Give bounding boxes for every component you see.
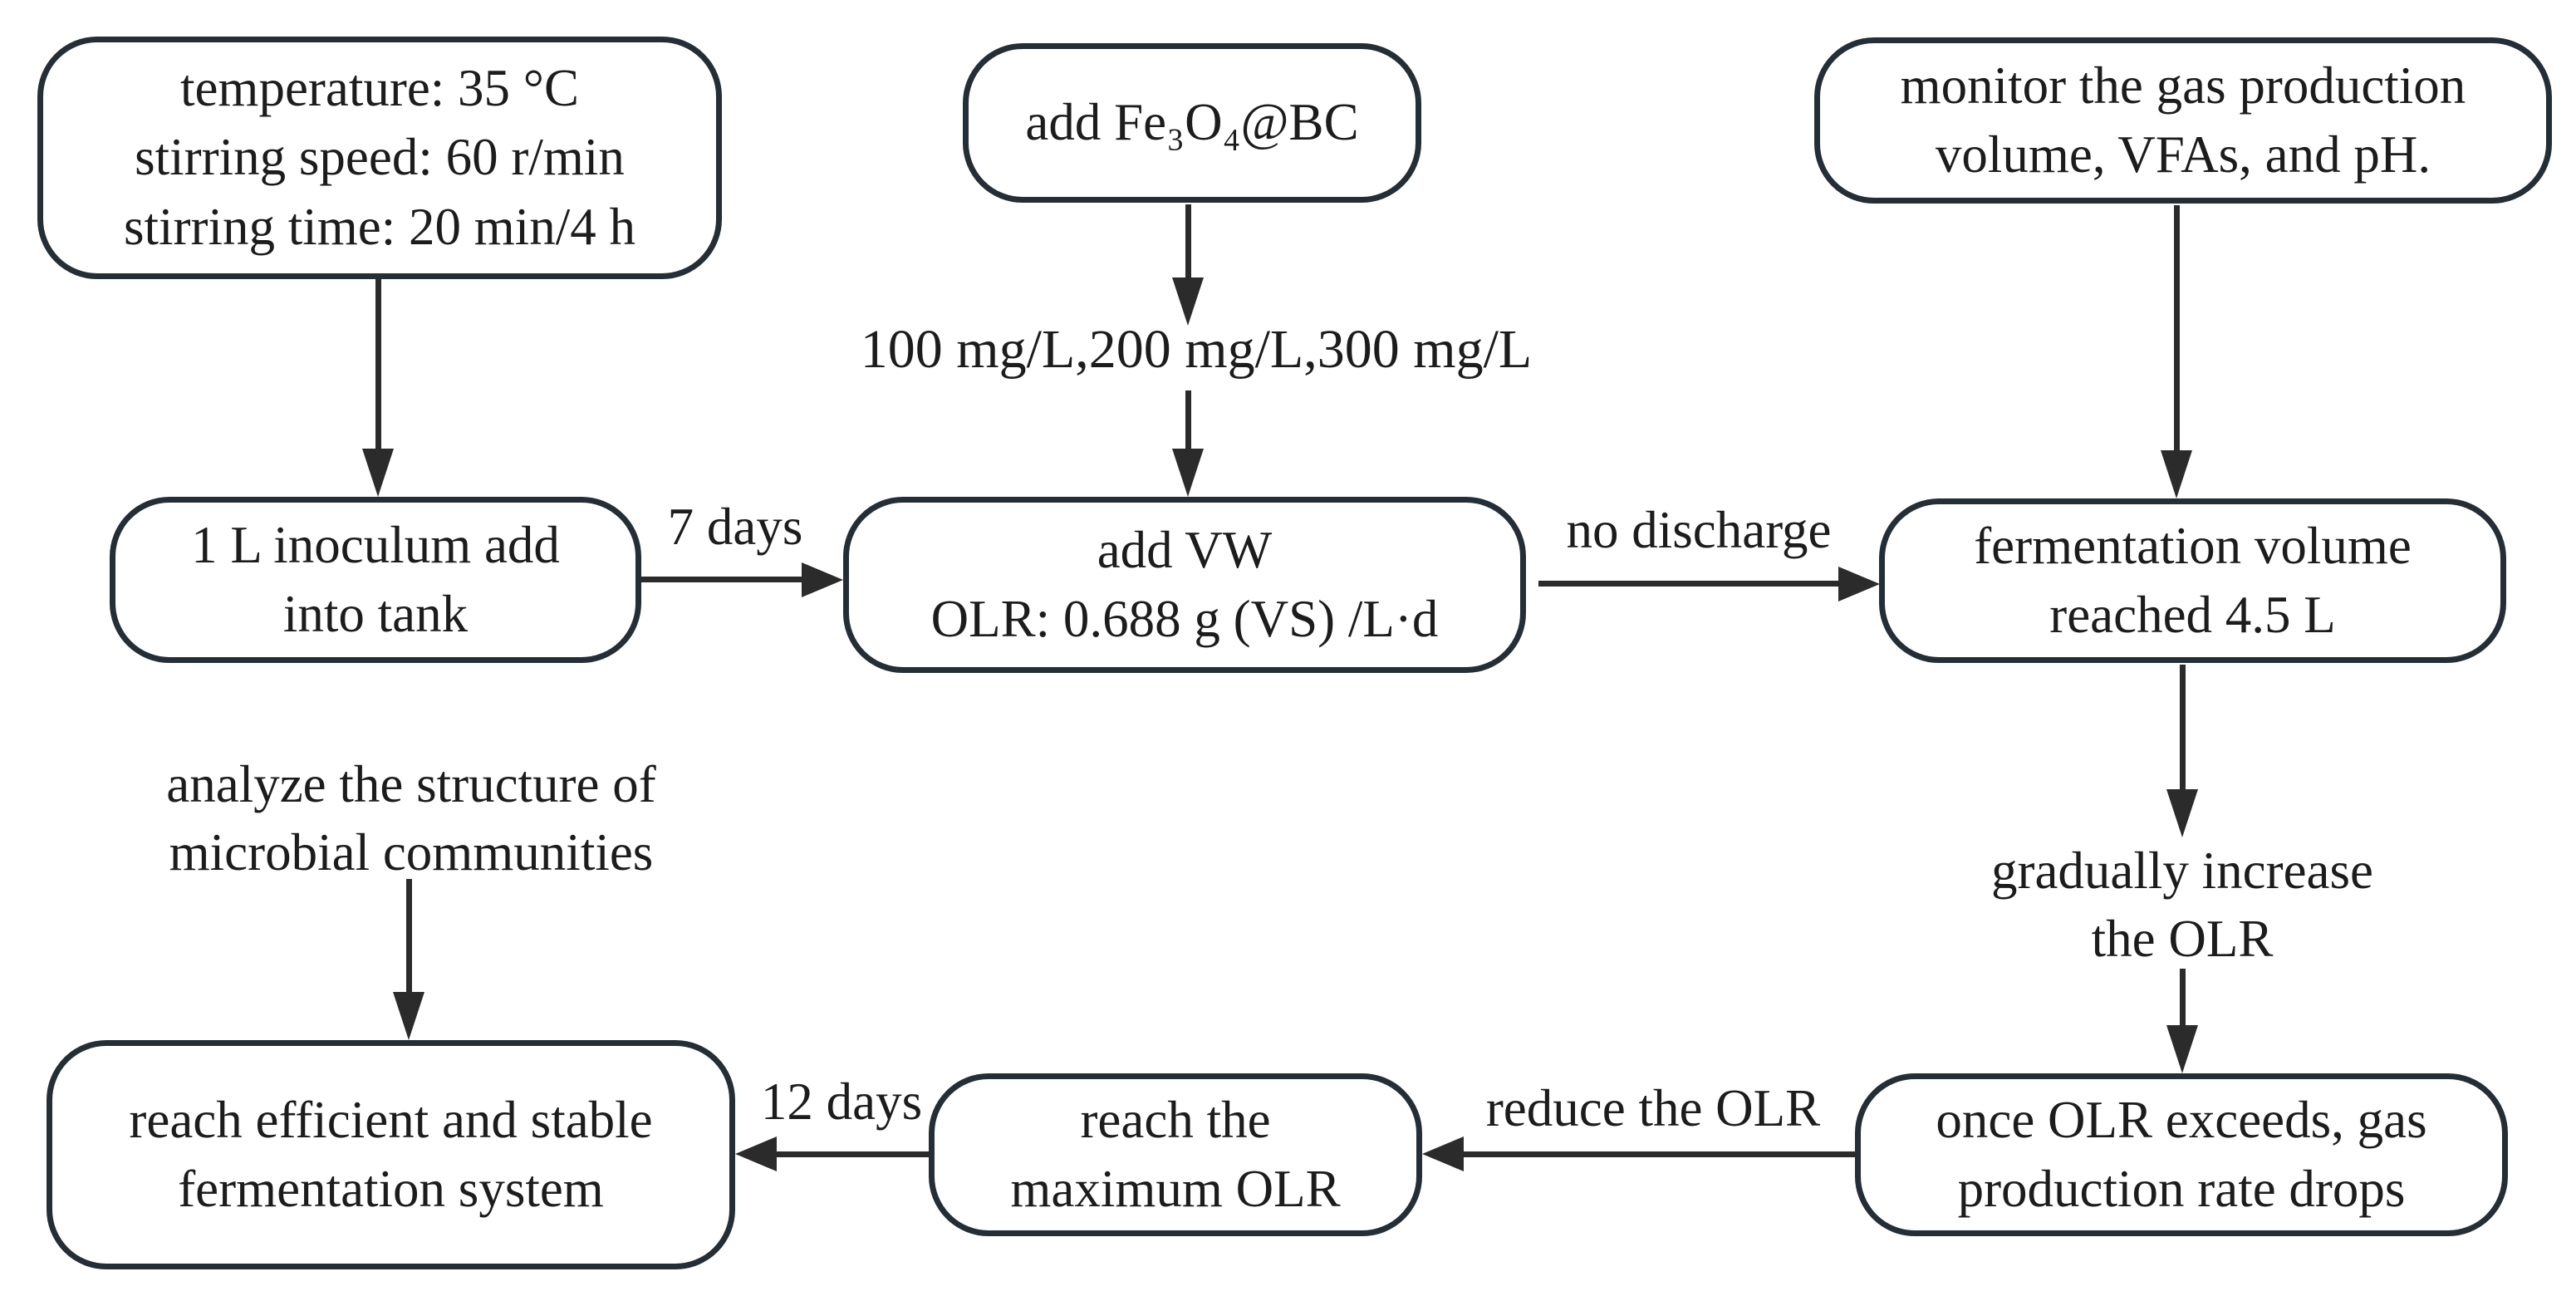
edge-label-7-days: 7 days bbox=[667, 498, 803, 556]
text-analyze-microbial: analyze the structure of microbial commu… bbox=[116, 751, 706, 887]
arrow-exceeds-to-maxolr-line bbox=[1460, 1151, 1855, 1157]
node-params-line1: temperature: 35 °C bbox=[179, 59, 580, 118]
node-olr-exceeds-line2: production rate drops bbox=[1957, 1160, 2406, 1218]
node-max-olr-line1: reach the bbox=[1080, 1090, 1271, 1149]
arrow-params-to-inoculum-line bbox=[375, 279, 381, 455]
arrow-gradually-to-exceeds-head bbox=[2166, 1025, 2198, 1073]
node-inoculum: 1 L inoculum add into tank bbox=[110, 497, 641, 663]
node-add-fe3o4bc-line1: add Fe₃O₄@BC bbox=[1025, 93, 1359, 152]
text-gradually-line2: the OLR bbox=[2091, 909, 2274, 968]
node-params-line3: stirring time: 20 min/4 h bbox=[124, 197, 635, 256]
node-fermentation-line2: reached 4.5 L bbox=[2049, 586, 2336, 644]
arrow-exceeds-to-maxolr-head bbox=[1422, 1136, 1464, 1171]
arrow-maxolr-to-stable-head bbox=[735, 1136, 777, 1171]
arrow-addvw-to-fermentation-head bbox=[1838, 567, 1880, 601]
node-add-fe3o4bc: add Fe₃O₄@BC bbox=[963, 43, 1421, 203]
edge-label-reduce-olr: reduce the OLR bbox=[1485, 1079, 1821, 1137]
node-stable-line2: fermentation system bbox=[178, 1160, 604, 1218]
text-analyze-line1: analyze the structure of bbox=[166, 755, 656, 813]
text-analyze-line2: microbial communities bbox=[169, 822, 654, 881]
node-olr-exceeds-line1: once OLR exceeds, gas bbox=[1936, 1090, 2427, 1149]
node-fermentation-line1: fermentation volume bbox=[1974, 516, 2412, 575]
arrow-fermentation-to-gradually-line bbox=[2180, 665, 2186, 794]
arrow-maxolr-to-stable-line bbox=[773, 1151, 929, 1157]
arrow-gradually-to-exceeds-line bbox=[2180, 969, 2186, 1032]
node-inoculum-line1: 1 L inoculum add bbox=[191, 515, 560, 574]
edge-label-no-discharge: no discharge bbox=[1566, 501, 1832, 559]
node-olr-exceeds: once OLR exceeds, gas production rate dr… bbox=[1855, 1073, 2508, 1236]
node-fermentation-volume: fermentation volume reached 4.5 L bbox=[1879, 498, 2506, 663]
arrow-fe3o4-to-dosage-line bbox=[1185, 204, 1191, 287]
arrow-monitor-to-fermentation-head bbox=[2161, 450, 2192, 498]
arrow-addvw-to-fermentation-line bbox=[1538, 581, 1846, 587]
node-monitor-line1: monitor the gas production bbox=[1900, 56, 2466, 115]
node-monitor-gas: monitor the gas production volume, VFAs,… bbox=[1814, 37, 2552, 204]
arrow-dosage-to-addvw-head bbox=[1172, 449, 1204, 497]
arrow-fermentation-to-gradually-head bbox=[2166, 789, 2198, 837]
node-stable-system: reach efficient and stable fermentation … bbox=[47, 1040, 735, 1269]
node-params-line2: stirring speed: 60 r/min bbox=[135, 128, 625, 187]
text-gradually-line1: gradually increase bbox=[1990, 842, 2373, 900]
arrow-inoculum-to-addvw-head bbox=[802, 562, 843, 597]
text-dosage-levels: 100 mg/L,200 mg/L,300 mg/L bbox=[860, 319, 1533, 380]
text-gradually-increase-olr: gradually increase the OLR bbox=[1975, 837, 2390, 974]
arrow-analyze-to-stable-head bbox=[393, 992, 424, 1040]
arrow-params-to-inoculum-head bbox=[362, 449, 394, 497]
node-monitor-line2: volume, VFAs, and pH. bbox=[1935, 125, 2431, 184]
node-stable-line1: reach efficient and stable bbox=[129, 1090, 653, 1149]
arrow-monitor-to-fermentation-line bbox=[2174, 205, 2180, 454]
node-max-olr-line2: maximum OLR bbox=[1010, 1160, 1341, 1218]
node-add-vw-line2: OLR: 0.688 g (VS) /L·d bbox=[930, 590, 1439, 648]
arrow-dosage-to-addvw-line bbox=[1185, 390, 1191, 457]
arrow-analyze-to-stable-line bbox=[406, 879, 412, 997]
node-pretreatment-params: temperature: 35 °C stirring speed: 60 r/… bbox=[37, 37, 722, 279]
arrow-inoculum-to-addvw-line bbox=[641, 577, 807, 582]
node-add-vw-line1: add VW bbox=[1097, 520, 1273, 579]
node-max-olr: reach the maximum OLR bbox=[929, 1073, 1422, 1236]
node-inoculum-line2: into tank bbox=[282, 585, 469, 643]
node-add-vw-olr: add VW OLR: 0.688 g (VS) /L·d bbox=[843, 497, 1526, 673]
arrow-fe3o4-to-dosage-head bbox=[1172, 277, 1204, 326]
edge-label-12-days: 12 days bbox=[760, 1073, 923, 1131]
